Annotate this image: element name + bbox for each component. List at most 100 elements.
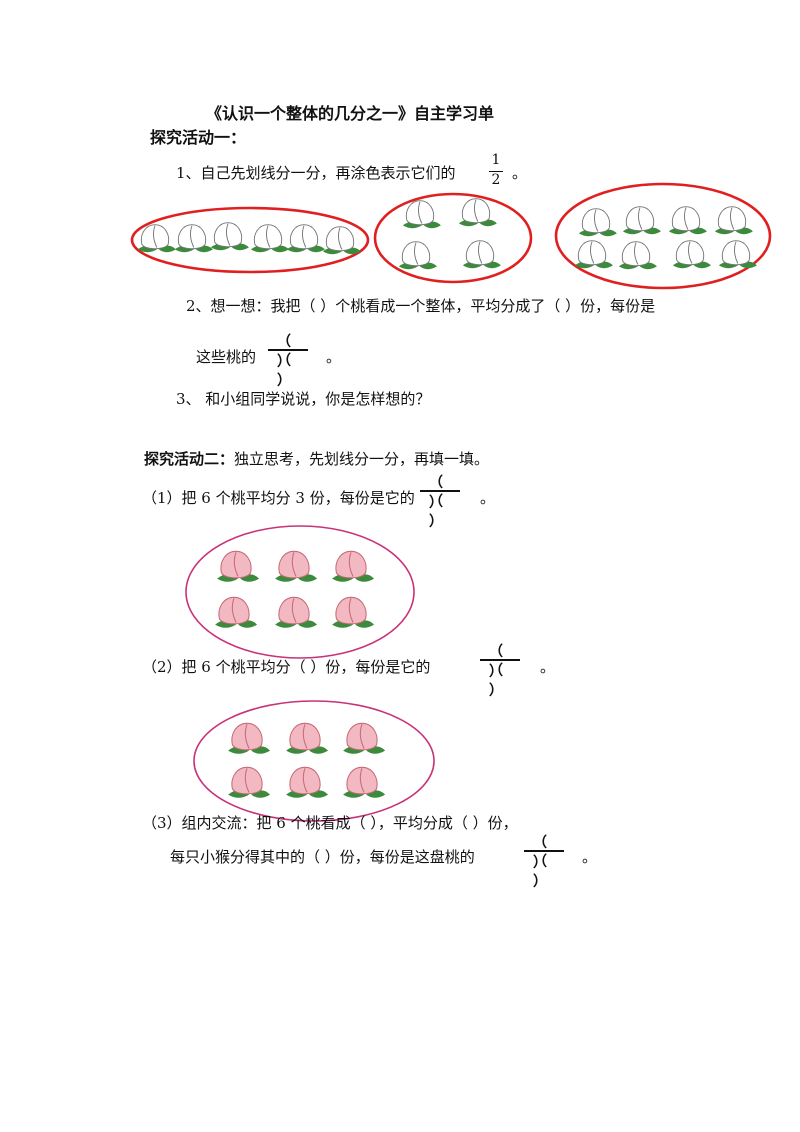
q1-period: 。: [512, 164, 528, 182]
peach-body: [346, 722, 378, 751]
blank-numerator: （ ）: [277, 334, 305, 370]
peach-body: [346, 766, 378, 795]
peach-crease: [233, 552, 239, 577]
peach-body: [253, 224, 283, 250]
peach-icon: [286, 766, 329, 798]
activity1-q1-text: 1、自己先划线分一分，再涂色表示它们的: [176, 164, 456, 182]
peach-crease: [302, 724, 308, 749]
peach-body: [231, 766, 263, 795]
fraction-one-half: 1 2: [489, 152, 503, 192]
peach-body: [581, 208, 611, 234]
peach-crease: [231, 598, 237, 623]
peach-icon: [286, 722, 329, 754]
blank-fraction-2[interactable]: （ ） （ ）: [418, 474, 462, 530]
blank-numerator: （ ）: [533, 835, 561, 871]
peach-body: [465, 240, 495, 266]
blank-denominator: （ ）: [429, 494, 457, 530]
peach-crease: [244, 724, 250, 749]
peach-crease: [266, 225, 271, 248]
fraction-numerator: 1: [491, 152, 501, 168]
peach-body: [177, 224, 207, 250]
peach-crease: [153, 225, 158, 248]
fraction-denominator: 2: [491, 172, 501, 188]
peach-crease: [478, 241, 483, 264]
blank-fraction-3[interactable]: （ ） （ ）: [478, 643, 522, 699]
peach-crease: [291, 598, 297, 623]
peach-body: [405, 200, 435, 226]
peach-icon: [718, 240, 757, 269]
peach-crease: [359, 724, 365, 749]
peach-body: [218, 596, 250, 625]
peach-icon: [578, 208, 617, 237]
peach-crease: [359, 768, 365, 793]
peach-crease: [594, 209, 599, 232]
blank-denominator: （ ）: [489, 663, 517, 699]
peach-crease: [348, 552, 354, 577]
peach-icon: [250, 224, 289, 253]
fraction-bar: [268, 349, 308, 351]
activity2-p1: （1）把 6 个桃平均分 3 份，每份是它的: [142, 489, 415, 507]
group-ring: [373, 192, 533, 284]
peach-crease: [474, 199, 479, 222]
peach-body: [289, 224, 319, 250]
peach-crease: [348, 598, 354, 623]
fraction-bar: [480, 659, 520, 661]
peach-crease: [244, 768, 250, 793]
group-ring: [130, 206, 370, 274]
peach-icon: [622, 206, 661, 235]
peach-icon: [672, 240, 711, 269]
group-ring: [193, 700, 435, 822]
peach-body: [335, 596, 367, 625]
peach-icon: [714, 206, 753, 235]
group-ring: [185, 525, 415, 659]
peach-crease: [418, 201, 423, 224]
activity2-p3-line1: （3）组内交流：把 6 个桃看成（ ），平均分成（ ）份，: [142, 814, 518, 832]
peach-icon: [275, 596, 318, 628]
activity2-intro: 独立思考，先划线分一分，再填一填。: [234, 450, 490, 468]
peach-icon: [668, 206, 707, 235]
peach-body: [625, 206, 655, 232]
peach-icon: [322, 226, 361, 255]
peach-icon: [458, 198, 497, 227]
activity1-q3: 3、 和小组同学说说，你是怎样想的？: [176, 390, 431, 408]
peach-body: [577, 240, 607, 266]
activity2-line: 探究活动二：独立思考，先划线分一分，再填一填。: [144, 448, 489, 469]
peach-icon: [402, 200, 441, 229]
peach-icon: [275, 550, 318, 582]
peach-icon: [398, 241, 437, 270]
peach-crease: [638, 207, 643, 230]
fraction-bar: [524, 850, 564, 852]
peach-crease: [684, 207, 689, 230]
peach-body: [213, 222, 243, 248]
peach-body: [325, 226, 355, 252]
peach-body: [231, 722, 263, 751]
peach-icon: [574, 240, 613, 269]
peach-crease: [734, 241, 739, 264]
peach-icon: [217, 550, 260, 582]
group-ring: [554, 182, 772, 290]
peach-body: [401, 241, 431, 267]
peach-body: [278, 550, 310, 579]
p3-period: 。: [582, 848, 598, 866]
blank-fraction-4[interactable]: （ ） （ ）: [522, 834, 566, 890]
activity2-p2: （2）把 6 个桃平均分（ ）份，每份是它的: [142, 658, 431, 676]
p1-period: 。: [480, 489, 496, 507]
peach-body: [140, 224, 170, 250]
peach-body: [278, 596, 310, 625]
peach-crease: [338, 227, 343, 250]
blank-denominator: （ ）: [533, 854, 561, 890]
page-title: 《认识一个整体的几分之一》自主学习单: [206, 104, 495, 123]
blank-fraction-1[interactable]: （ ） （ ）: [266, 333, 310, 389]
peach-crease: [302, 768, 308, 793]
peach-crease: [226, 223, 231, 246]
peach-crease: [730, 207, 735, 230]
peach-icon: [343, 766, 386, 798]
peach-crease: [302, 225, 307, 248]
q2-period: 。: [326, 348, 342, 366]
peach-body: [717, 206, 747, 232]
peach-icon: [228, 766, 271, 798]
activity1-q2-line2: 这些桃的: [196, 348, 257, 366]
blank-numerator: （ ）: [489, 644, 517, 680]
activity1-heading: 探究活动一：: [150, 128, 247, 147]
